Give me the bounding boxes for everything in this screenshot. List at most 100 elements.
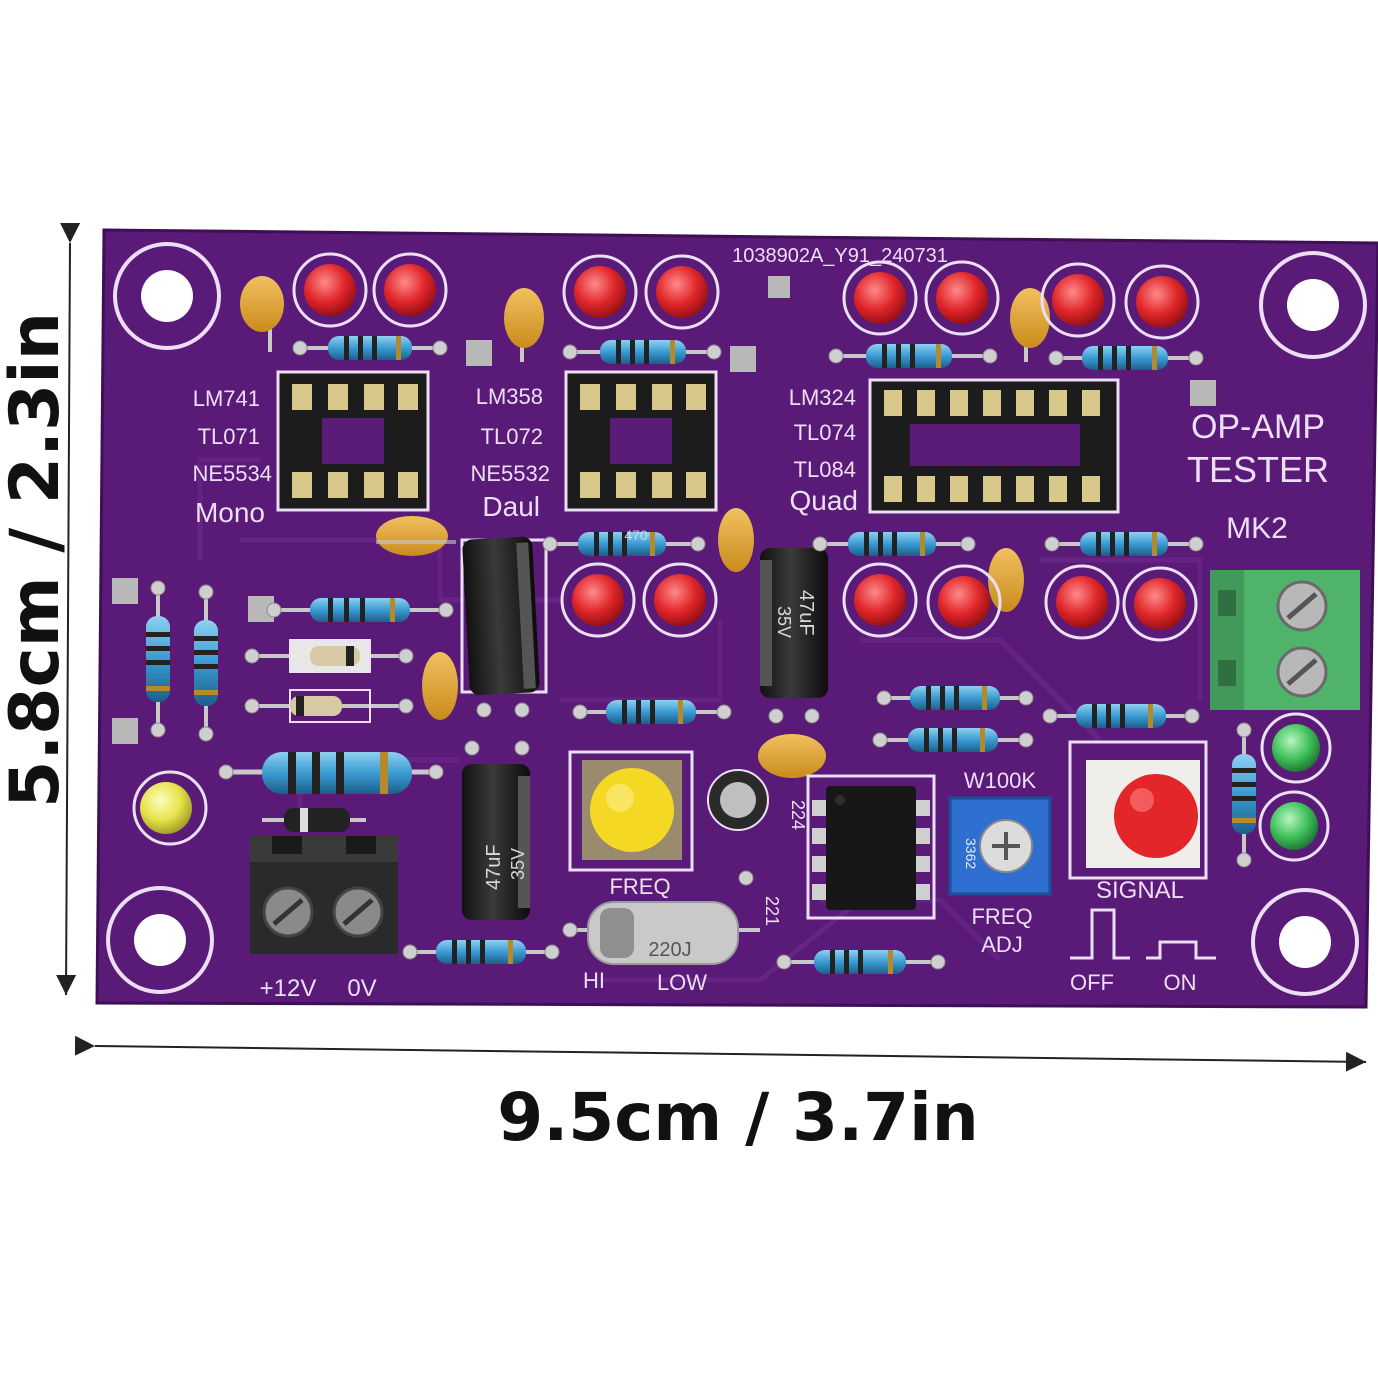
resistor [836,344,990,368]
cap-2-voltage: 35V [508,848,528,880]
diodes [252,639,406,832]
resistor [410,940,552,964]
power-terminal-block[interactable] [250,836,398,954]
pot-code: 3362 [963,838,979,869]
ceramic-capacitor [422,652,458,720]
red-led [842,260,918,336]
small-electrolytic-capacitor [707,769,769,831]
red-led [560,562,636,638]
electrolytic-capacitor: 47uF 35V [462,764,530,920]
red-led [926,564,1002,640]
quad-label-1: LM324 [789,385,856,410]
switch-legend: OFF ON [1070,908,1216,995]
quad-label-2: TL074 [794,420,856,445]
resistor [880,728,1026,752]
power-zero-label: 0V [347,975,376,1002]
mounting-holes [106,242,1367,996]
electrolytic-capacitors: 47uF 35V 47uF 35V [460,536,828,920]
resistor [300,336,440,360]
resistor [884,686,1026,710]
width-dimension: 9.5cm / 3.7in [74,1035,1367,1156]
power-plus-label: +12V [260,975,317,1002]
resistor [1056,346,1196,370]
mono-type-label: Mono [195,497,265,528]
freq-adjust-trimmer[interactable]: 3362 [948,796,1052,896]
ceramic-code-224: 224 [788,800,808,830]
resistor [784,950,938,974]
resistor [820,532,968,556]
resistor [570,340,714,364]
dual-socket-labels: LM358 TL072 NE5532 Daul [470,384,550,522]
board-version: MK2 [1226,512,1288,545]
board-serial: 1038902A_Y91_240731 [732,245,948,267]
green-led [1260,712,1332,784]
ceramic-code-221: 221 [762,896,782,926]
freq-hi-label: HI [583,968,605,993]
board-title-line1: OP-AMP [1191,408,1325,446]
red-led [644,254,720,330]
switch-on-label: ON [1164,970,1197,995]
dual-type-label: Daul [482,491,540,522]
resistors [146,336,1256,974]
red-led [292,252,368,328]
mounting-hole [106,886,214,994]
diode [252,689,406,723]
freq-low-label: LOW [657,970,707,995]
red-leds [292,252,1200,642]
diode [252,639,406,673]
dual-label-2: TL072 [481,424,543,449]
ne555-ic [806,774,936,920]
resistor [1050,704,1192,728]
mono-label-3: NE5534 [192,461,272,486]
resistor [194,592,218,734]
mono-socket-labels: LM741 TL071 NE5534 Mono [192,386,272,528]
mono-ic-socket [276,370,430,512]
solder-joints [150,340,1252,970]
film-capacitor: 220J [570,901,760,965]
ceramic-capacitor [988,548,1024,612]
resistor [146,588,170,730]
quad-ic-socket [868,378,1120,514]
red-led [642,562,718,638]
height-dimension: 5.8cm / 2.3in [0,222,81,996]
pot-value-label: W100K [964,768,1036,793]
cap-2-value: 47uF [483,844,505,890]
mono-label-2: TL071 [198,424,260,449]
red-led [924,260,1000,336]
mono-label-1: LM741 [193,386,260,411]
output-terminal-block[interactable] [1210,570,1360,710]
yellow-led [132,770,208,846]
green-led [1258,790,1330,862]
quad-type-label: Quad [790,485,859,516]
red-led [1122,566,1198,642]
red-led [842,562,918,638]
red-led [562,254,638,330]
red-led [372,252,448,328]
signal-button-label: SIGNAL [1096,877,1184,904]
dual-label-3: NE5532 [470,461,550,486]
cap-1-value: 47uF [795,590,817,636]
diode [262,808,366,832]
ceramic-capacitor [758,734,826,778]
red-led [1040,262,1116,338]
width-label: 9.5cm / 3.7in [497,1079,978,1156]
ceramic-capacitor [240,276,284,352]
ceramic-capacitor [718,508,754,572]
freq-button[interactable] [568,750,694,872]
board-title-line2: TESTER [1187,449,1329,490]
electrolytic-capacitor [460,536,548,696]
mounting-hole [113,242,221,350]
green-leds [1258,712,1332,862]
mounting-hole [1251,888,1359,996]
dual-label-1: LM358 [476,384,543,409]
height-label: 5.8cm / 2.3in [0,312,75,808]
red-led [1124,264,1200,340]
freq-adj-label-2: ADJ [981,932,1023,957]
signal-button[interactable] [1068,740,1208,880]
power-resistor [226,752,436,794]
resistor [1232,730,1256,860]
ceramic-capacitor [504,288,544,362]
test-pads [112,276,1216,744]
mounting-hole [1259,251,1367,359]
